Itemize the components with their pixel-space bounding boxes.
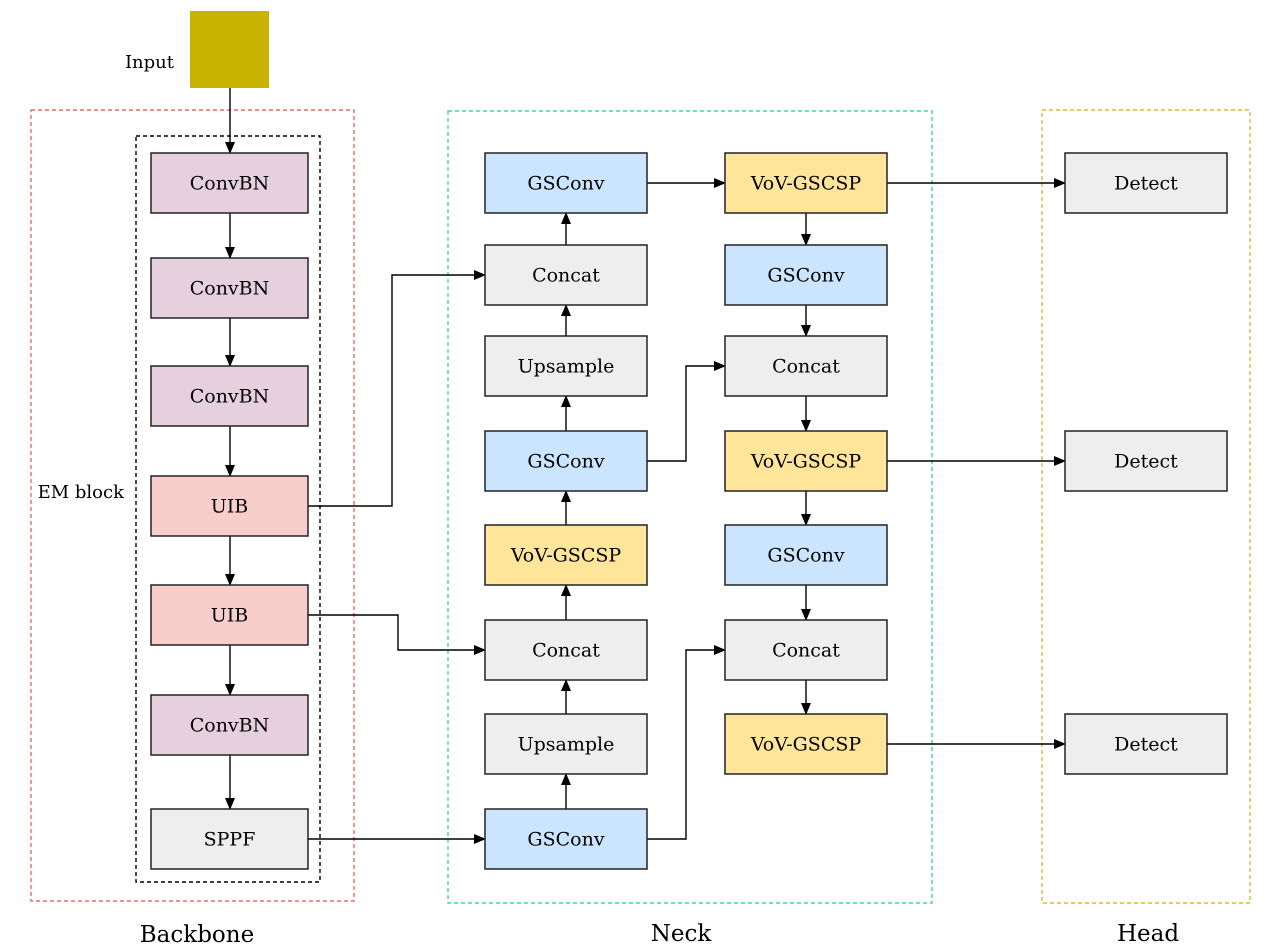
arrow-b4-to-n2 — [308, 270, 486, 507]
node-b3-convbn: ConvBN — [150, 365, 309, 427]
node-m7-vov-gscsp: VoV-GSCSP — [724, 713, 888, 775]
node-b1-convbn: ConvBN — [150, 152, 309, 214]
node-label: ConvBN — [190, 173, 270, 195]
node-label: GSConv — [527, 829, 604, 851]
node-box — [724, 244, 888, 306]
node-box — [724, 524, 888, 586]
node-box — [1064, 430, 1228, 492]
nodes: ConvBN ConvBN ConvBN UIB UIB ConvBN SPPF — [150, 152, 1228, 870]
node-box — [150, 152, 309, 214]
backbone-region — [30, 109, 355, 902]
node-label: GSConv — [527, 451, 604, 473]
input-image — [190, 11, 269, 88]
em-block-region — [135, 135, 321, 883]
node-label: Concat — [772, 356, 840, 378]
arrow-b5-to-n6 — [308, 614, 486, 655]
node-m6-concat: Concat — [724, 619, 888, 681]
input-label: Input — [125, 52, 175, 73]
node-m1-vov-gscsp: VoV-GSCSP — [724, 152, 888, 214]
node-label: ConvBN — [190, 386, 270, 408]
backbone-label: Backbone — [140, 922, 254, 948]
head-label: Head — [1117, 921, 1179, 947]
node-box — [150, 584, 309, 646]
node-box — [724, 152, 888, 214]
node-h3-detect: Detect — [1064, 713, 1228, 775]
em-block-label: EM block — [38, 482, 125, 503]
head-region — [1041, 109, 1251, 904]
neck-region — [447, 110, 933, 904]
node-box — [484, 619, 648, 681]
node-label: UIB — [211, 605, 248, 627]
node-box — [150, 694, 309, 756]
node-box — [150, 365, 309, 427]
arrow-n8-to-m6 — [647, 645, 726, 840]
node-label: UIB — [211, 496, 248, 518]
node-label: Detect — [1114, 734, 1178, 756]
node-label: Detect — [1114, 451, 1178, 473]
node-label: VoV-GSCSP — [510, 545, 622, 567]
node-box — [1064, 713, 1228, 775]
node-box — [484, 713, 648, 775]
node-n7-upsample: Upsample — [484, 713, 648, 775]
node-box — [484, 335, 648, 397]
node-label: GSConv — [767, 265, 844, 287]
node-label: GSConv — [527, 173, 604, 195]
node-label: Upsample — [518, 734, 615, 756]
node-h2-detect: Detect — [1064, 430, 1228, 492]
node-label: Concat — [772, 640, 840, 662]
node-n8-gsconv: GSConv — [484, 808, 648, 870]
node-label: ConvBN — [190, 278, 270, 300]
node-n2-concat: Concat — [484, 244, 648, 306]
node-box — [724, 430, 888, 492]
node-m3-concat: Concat — [724, 335, 888, 397]
node-n3-upsample: Upsample — [484, 335, 648, 397]
neck-label: Neck — [651, 921, 713, 947]
node-box — [484, 808, 648, 870]
arrow-n4-to-m3 — [647, 361, 726, 462]
node-box — [724, 619, 888, 681]
node-label: VoV-GSCSP — [750, 734, 862, 756]
node-label: Concat — [532, 640, 600, 662]
node-n5-vov-gscsp: VoV-GSCSP — [484, 524, 648, 586]
node-n6-concat: Concat — [484, 619, 648, 681]
node-label: Detect — [1114, 173, 1178, 195]
node-label: SPPF — [204, 829, 256, 851]
node-b5-uib: UIB — [150, 584, 309, 646]
node-m2-gsconv: GSConv — [724, 244, 888, 306]
node-label: ConvBN — [190, 715, 270, 737]
node-box — [150, 808, 309, 870]
node-m5-gsconv: GSConv — [724, 524, 888, 586]
node-box — [484, 244, 648, 306]
node-b4-uib: UIB — [150, 475, 309, 537]
node-box — [484, 152, 648, 214]
node-label: VoV-GSCSP — [750, 451, 862, 473]
node-box — [484, 430, 648, 492]
node-n1-gsconv: GSConv — [484, 152, 648, 214]
node-box — [150, 475, 309, 537]
node-label: GSConv — [767, 545, 844, 567]
node-box — [724, 713, 888, 775]
node-box — [484, 524, 648, 586]
node-box — [150, 257, 309, 319]
connectors — [225, 88, 1066, 844]
node-box — [724, 335, 888, 397]
node-label: VoV-GSCSP — [750, 173, 862, 195]
node-box — [1064, 152, 1228, 214]
node-b6-convbn: ConvBN — [150, 694, 309, 756]
node-label: Upsample — [518, 356, 615, 378]
node-label: Concat — [532, 265, 600, 287]
node-b7-sppf: SPPF — [150, 808, 309, 870]
node-m4-vov-gscsp: VoV-GSCSP — [724, 430, 888, 492]
node-n4-gsconv: GSConv — [484, 430, 648, 492]
node-b2-convbn: ConvBN — [150, 257, 309, 319]
node-h1-detect: Detect — [1064, 152, 1228, 214]
